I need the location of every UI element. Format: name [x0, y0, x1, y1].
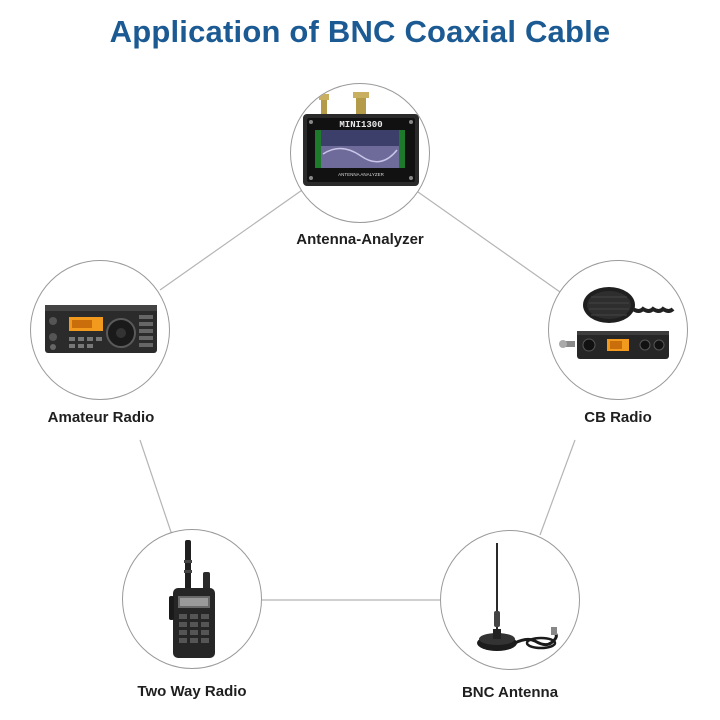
antenna-analyzer-icon: MINI1300 ANTENNA ANALYZER — [303, 92, 419, 186]
node-two-way-radio — [122, 529, 262, 669]
label-bnc-antenna: BNC Antenna — [461, 684, 559, 701]
node-antenna-analyzer: MINI1300 ANTENNA ANALYZER — [290, 83, 430, 223]
analyzer-screen-text: MINI1300 — [339, 120, 382, 130]
label-amateur-radio: Amateur Radio — [47, 409, 155, 426]
connector-amateur-twoway — [139, 439, 173, 536]
connector-cb-bnc — [539, 439, 576, 536]
label-antenna-analyzer: Antenna-Analyzer — [296, 231, 424, 248]
node-cb-radio — [548, 260, 688, 400]
connector-analyzer-cb — [417, 191, 561, 293]
cb-radio-icon — [559, 287, 675, 359]
label-two-way-radio: Two Way Radio — [137, 683, 247, 700]
walkie-talkie-icon — [169, 540, 215, 658]
bnc-antenna-icon — [477, 543, 558, 651]
page-title: Application of BNC Coaxial Cable — [109, 14, 611, 49]
connector-analyzer-amateur — [159, 187, 306, 291]
analyzer-sub-text: ANTENNA ANALYZER — [338, 172, 384, 177]
label-cb-radio: CB Radio — [584, 409, 652, 426]
node-amateur-radio — [30, 260, 170, 400]
node-bnc-antenna — [440, 530, 580, 670]
amateur-radio-icon — [45, 305, 157, 353]
